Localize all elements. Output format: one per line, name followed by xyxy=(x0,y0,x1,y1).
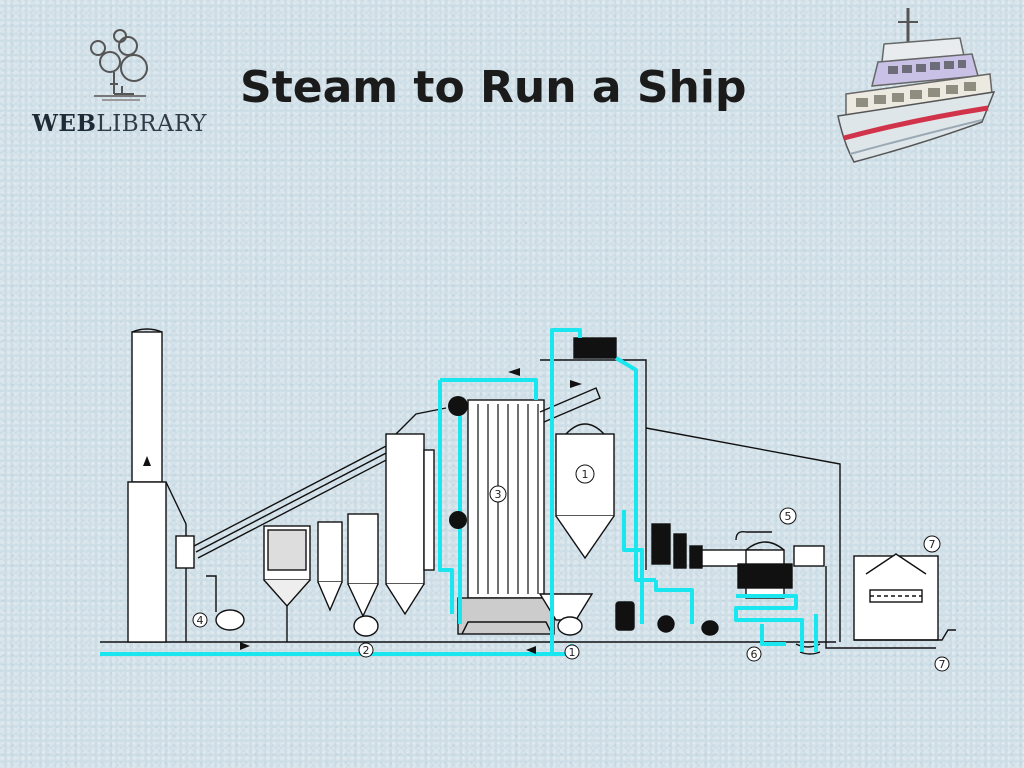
label-7-drain: 7 xyxy=(939,658,946,671)
steam-plant-diagram: 1 2 3 4 5 6 7 1 7 xyxy=(96,324,962,684)
web-library-logo: WEBLIBRARY xyxy=(22,26,217,138)
label-5: 5 xyxy=(785,510,792,523)
precipitator xyxy=(385,433,425,585)
cyclone-1 xyxy=(555,433,615,517)
diagram-labels: 1 2 3 4 5 6 7 1 7 xyxy=(192,464,950,672)
furnace-grate xyxy=(457,597,555,635)
label-3: 3 xyxy=(495,488,502,501)
steam-plant-schematic: 1 2 3 4 5 6 7 1 7 xyxy=(100,328,956,672)
label-7: 7 xyxy=(929,538,936,551)
water-pipes xyxy=(100,328,818,656)
logo-text-bold: WEB xyxy=(32,110,97,137)
page-title: Steam to Run a Ship xyxy=(240,62,747,113)
pump-2 xyxy=(353,615,379,637)
logo-tree-icon xyxy=(90,29,148,101)
label-1-pump: 1 xyxy=(569,646,576,659)
label-2: 2 xyxy=(363,644,370,657)
label-4: 4 xyxy=(197,614,204,627)
label-1: 1 xyxy=(582,468,589,481)
label-6: 6 xyxy=(751,648,758,661)
logo-text: WEBLIBRARY xyxy=(22,110,217,137)
mud-drum xyxy=(449,511,467,529)
logo-text-regular: LIBRARY xyxy=(96,111,207,137)
ship-icon xyxy=(837,8,996,163)
deaerator xyxy=(573,337,617,359)
boiler xyxy=(467,399,545,599)
ship-illustration xyxy=(832,4,1002,164)
pump-4 xyxy=(215,609,245,631)
steam-drum xyxy=(448,396,468,416)
feed-water-pipe xyxy=(100,644,574,656)
